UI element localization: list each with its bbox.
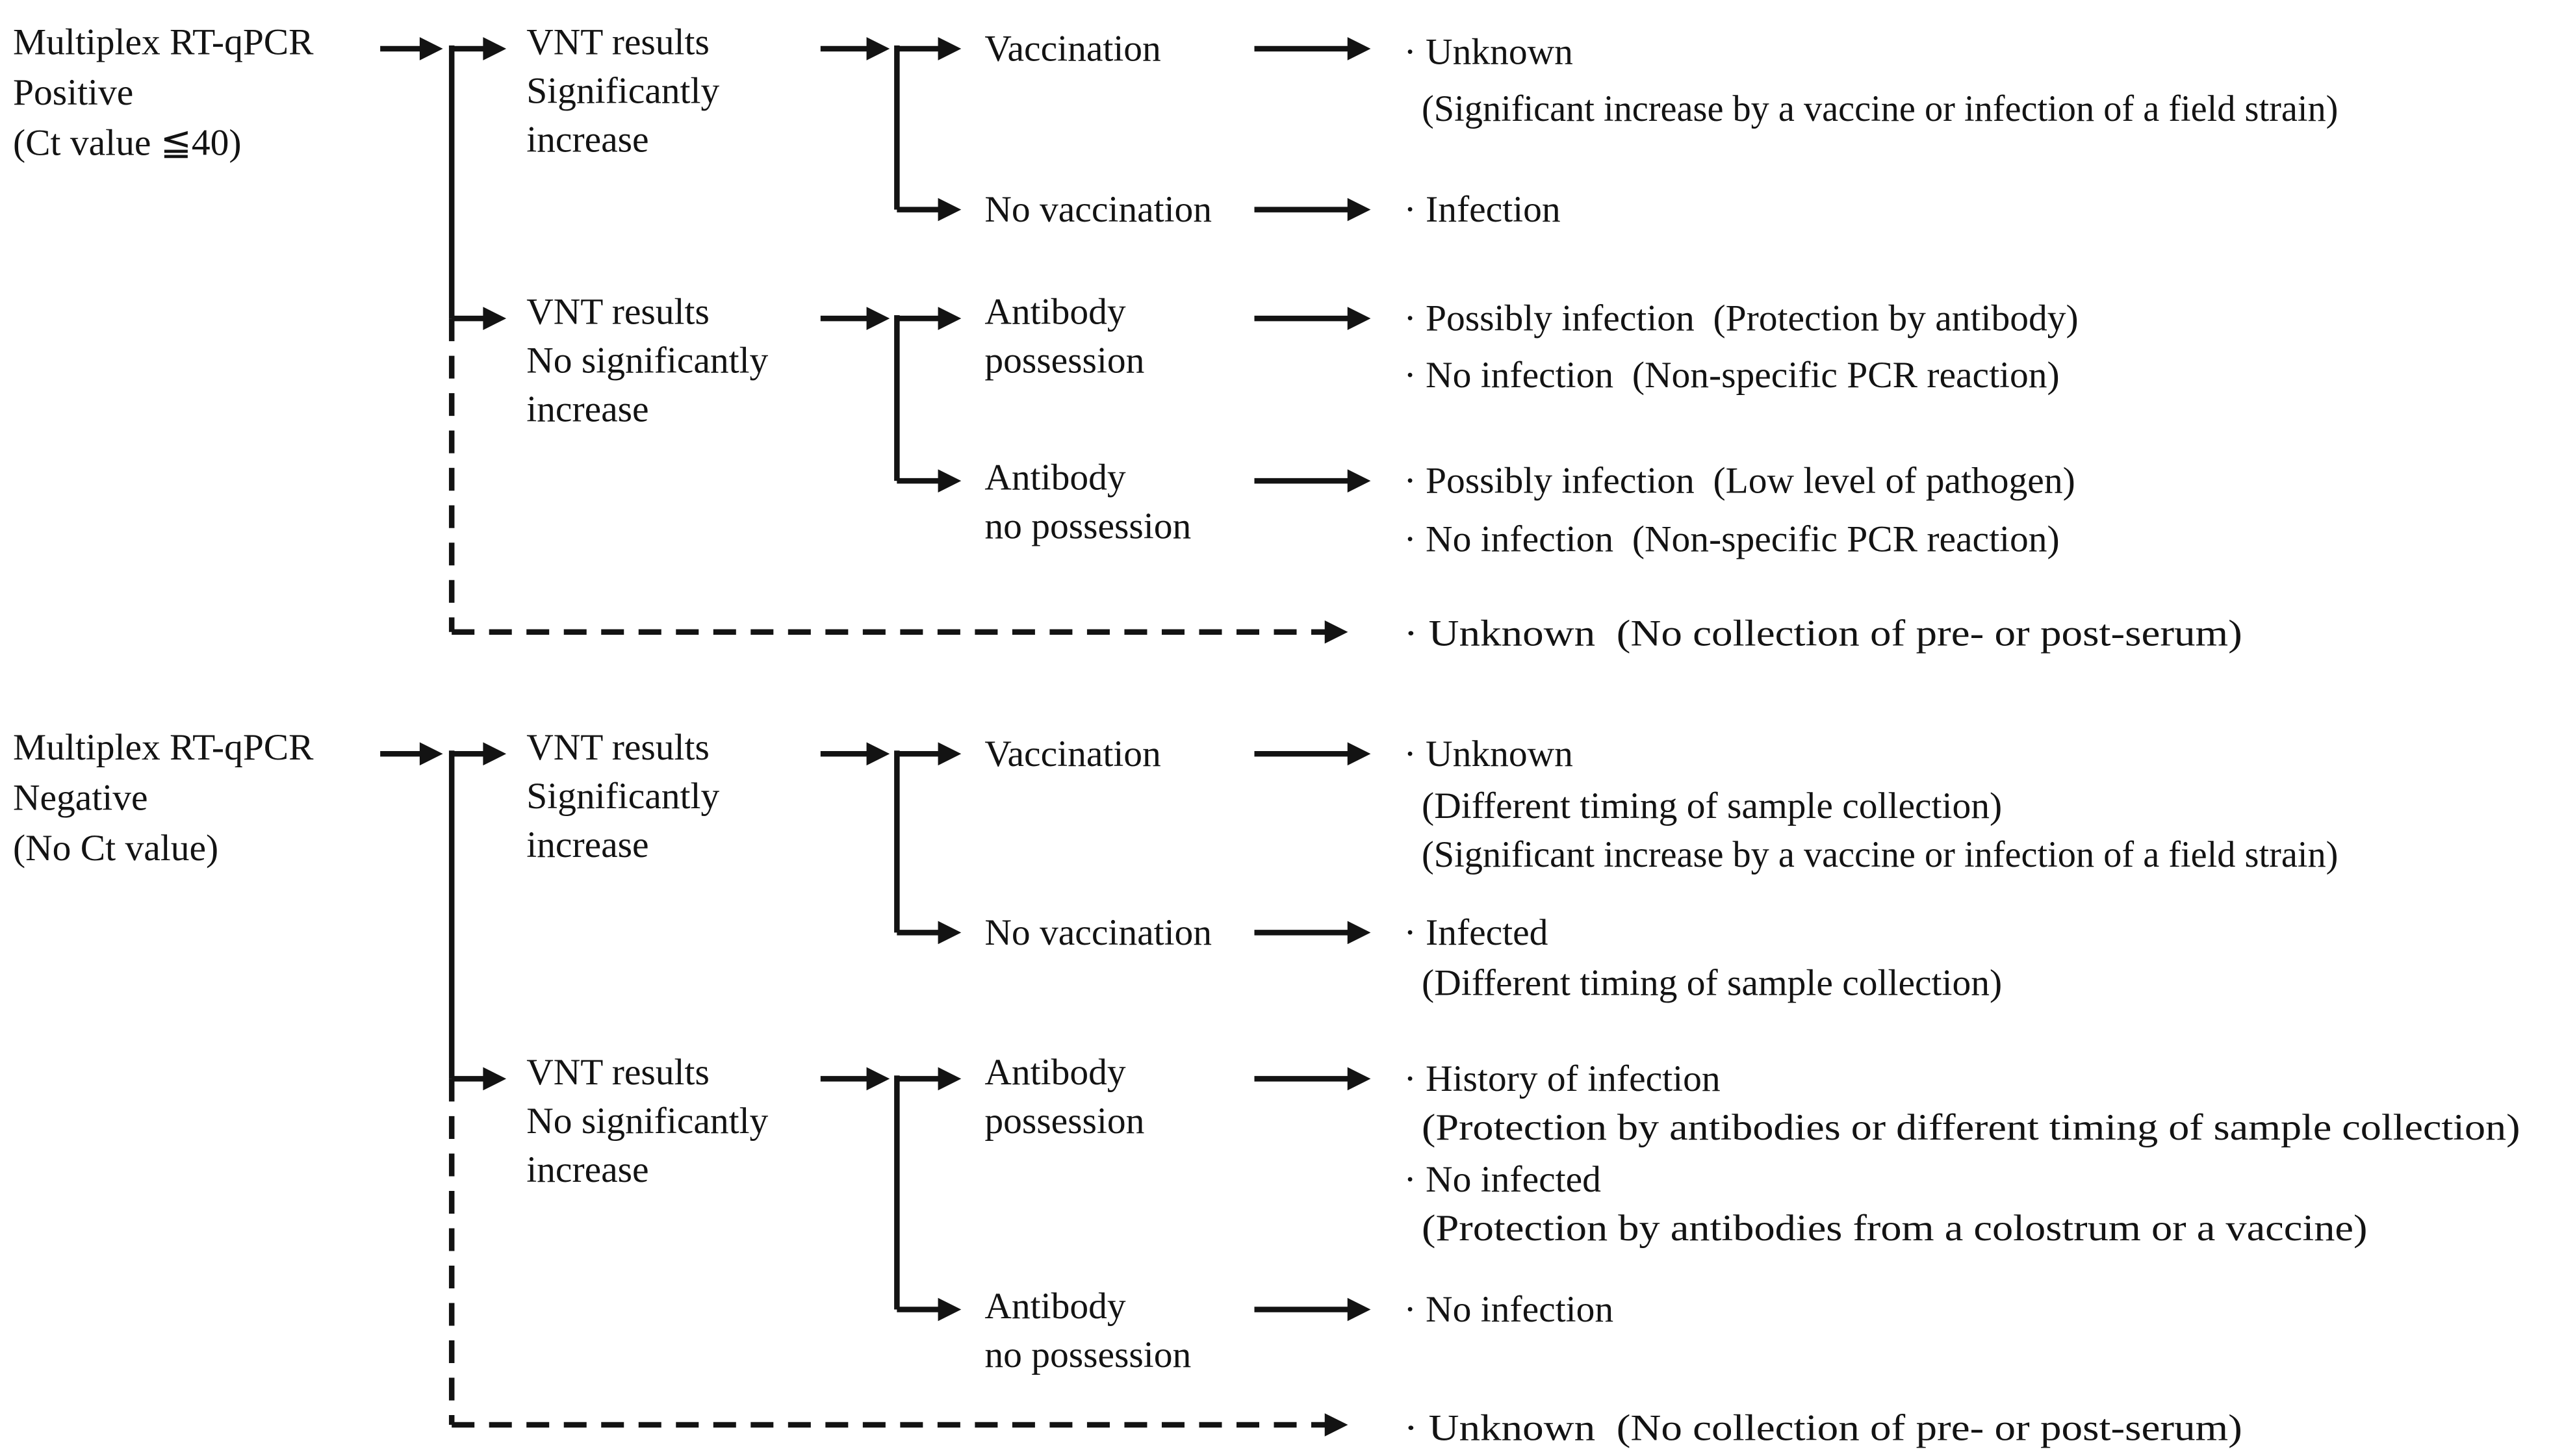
node-vnt-nosig-line1: VNT results	[526, 292, 710, 333]
outcome-infection: · Infection	[1404, 189, 1561, 230]
node-negative-line2: Negative	[13, 777, 148, 818]
node-vnt-sig-line1: VNT results	[526, 22, 710, 63]
node-positive-line2: Positive	[13, 72, 133, 113]
outcome-no-infection-nonspecific-2: · No infection (Non-specific PCR reactio…	[1404, 519, 2060, 560]
node-vnt-nosig-b-line1: VNT results	[526, 1052, 710, 1093]
section-pcr-negative: Multiplex RT-qPCR Negative (No Ct value)…	[13, 727, 2520, 1449]
node-antibody-poss-line2: possession	[984, 340, 1144, 381]
node-vnt-sig-line2: Significantly	[526, 71, 719, 112]
node-vnt-sig-b-line3: increase	[526, 824, 648, 865]
node-positive-line1: Multiplex RT-qPCR	[13, 22, 314, 63]
outcome-possibly-infection-antibody: · Possibly infection (Protection by anti…	[1404, 298, 2079, 339]
node-vnt-sig-b-line1: VNT results	[526, 727, 710, 768]
node-vnt-sig-b-line2: Significantly	[526, 776, 719, 817]
outcome-no-infected-line2: (Protection by antibodies from a colostr…	[1422, 1208, 2367, 1249]
outcome-unknown-line1: · Unknown	[1404, 32, 1573, 73]
node-vnt-nosig-line3: increase	[526, 389, 648, 430]
outcome-infected-line1: · Infected	[1404, 912, 1548, 953]
node-vnt-sig-line3: increase	[526, 120, 648, 160]
node-antibody-noposs-line2: no possession	[984, 506, 1191, 547]
outcome-history-infection-line2: (Protection by antibodies or different t…	[1422, 1107, 2520, 1148]
outcome-unknown-b-line1: · Unknown	[1404, 734, 1573, 774]
node-antibody-poss-b-line1: Antibody	[984, 1052, 1125, 1093]
outcome-unknown-line2: (Significant increase by a vaccine or in…	[1422, 88, 2338, 129]
node-vnt-nosig-line2: No significantly	[526, 340, 768, 381]
node-antibody-noposs-b-line2: no possession	[984, 1335, 1191, 1375]
outcome-no-infection-nonspecific-1: · No infection (Non-specific PCR reactio…	[1404, 355, 2060, 396]
node-antibody-poss-line1: Antibody	[984, 292, 1125, 333]
section-pcr-positive: Multiplex RT-qPCR Positive (Ct value ≦40…	[13, 22, 2338, 654]
outcome-infected-line2: (Different timing of sample collection)	[1422, 962, 2002, 1003]
node-negative-line1: Multiplex RT-qPCR	[13, 727, 314, 768]
node-vaccination-b: Vaccination	[984, 734, 1160, 774]
node-negative-line3: (No Ct value)	[13, 828, 218, 869]
outcome-unknown-no-serum-b: · Unknown (No collection of pre- or post…	[1404, 1408, 2242, 1449]
outcome-possibly-infection-lowlevel: · Possibly infection (Low level of patho…	[1404, 461, 2075, 502]
node-positive-line3: (Ct value ≦40)	[13, 123, 242, 164]
node-antibody-poss-b-line2: possession	[984, 1101, 1144, 1142]
node-vaccination: Vaccination	[984, 29, 1160, 70]
outcome-unknown-b-line3: (Significant increase by a vaccine or in…	[1422, 834, 2338, 875]
outcome-unknown-no-serum: · Unknown (No collection of pre- or post…	[1404, 613, 2242, 654]
outcome-no-infected-line1: · No infected	[1404, 1159, 1602, 1200]
node-no-vaccination: No vaccination	[984, 189, 1212, 230]
node-antibody-noposs-b-line1: Antibody	[984, 1286, 1125, 1327]
node-vnt-nosig-b-line2: No significantly	[526, 1101, 768, 1142]
outcome-history-infection-line1: · History of infection	[1404, 1058, 1721, 1099]
node-vnt-nosig-b-line3: increase	[526, 1149, 648, 1190]
node-antibody-noposs-line1: Antibody	[984, 457, 1125, 498]
outcome-no-infection-b: · No infection	[1404, 1289, 1614, 1330]
node-no-vaccination-b: No vaccination	[984, 912, 1212, 953]
outcome-unknown-b-line2: (Different timing of sample collection)	[1422, 785, 2002, 826]
